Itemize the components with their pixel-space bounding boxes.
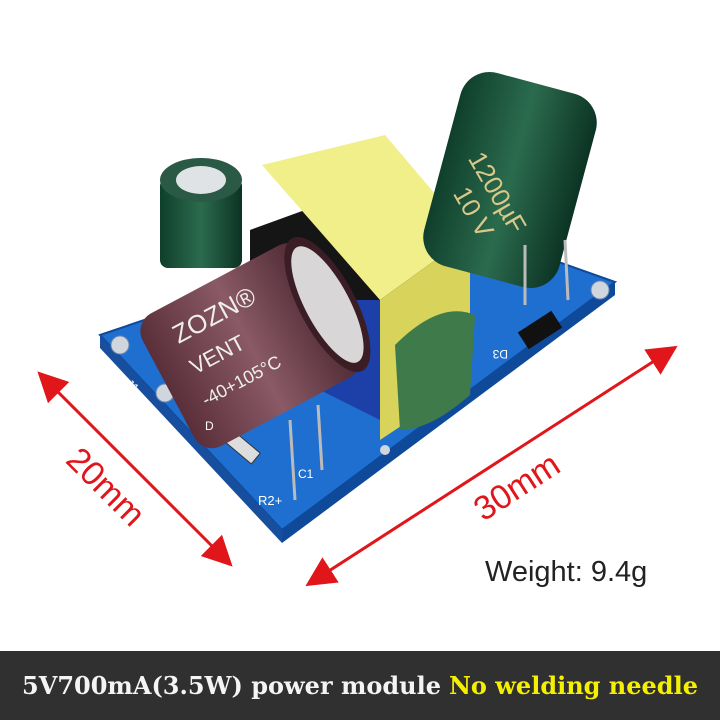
length-dimension-arrow [305, 345, 678, 587]
output-capacitor: 1200µF 10 V [423, 72, 597, 305]
silkscreen-c1: C1 [298, 467, 314, 481]
banner-highlight-text: No welding needle [448, 671, 698, 700]
caption-banner: 5V700mA(3.5W) power module No welding ne… [0, 651, 720, 720]
banner-main-text: 5V700mA(3.5W) power module [22, 671, 441, 700]
width-dimension-arrow [37, 371, 233, 567]
weight-label: Weight: 9.4g [485, 556, 648, 588]
power-module-illustration: J1 C1 R2+ D3 1200µF 10 V [37, 72, 678, 587]
silkscreen-r2: R2+ [258, 493, 282, 508]
silkscreen-d: D [205, 419, 214, 433]
silkscreen-d3: D3 [492, 347, 508, 361]
small-capacitor [160, 158, 242, 268]
